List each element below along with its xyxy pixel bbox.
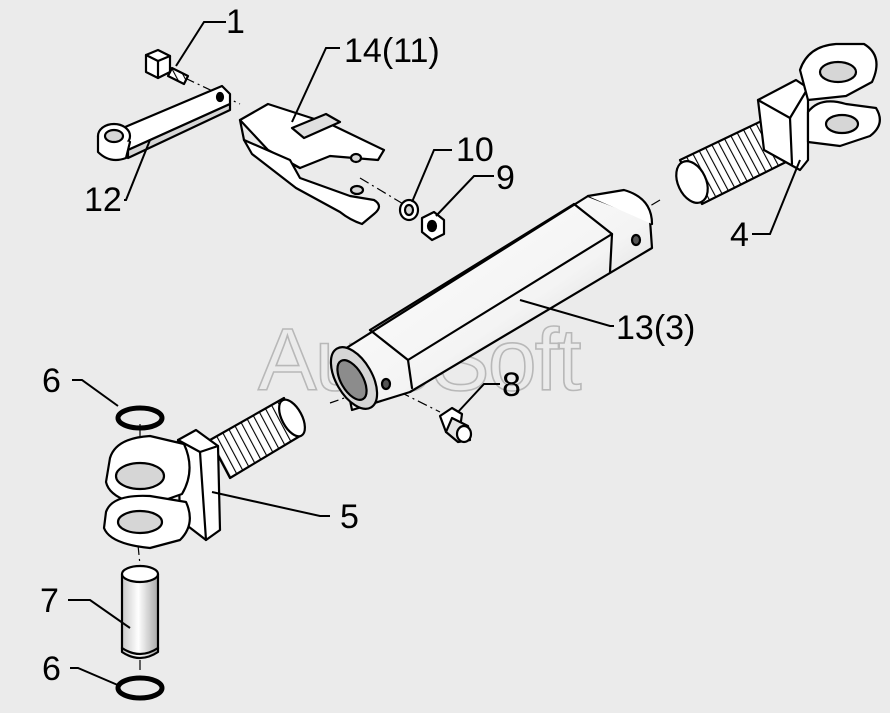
callout-6-bottom: 6 [42,650,61,688]
part-14-clip [238,102,386,226]
callout-10: 10 [456,131,494,169]
part-6-o-ring-bottom [115,675,165,701]
callout-labels: 1 14(11) 10 9 12 4 13(3) 8 6 5 7 6 [40,3,749,688]
callout-4: 4 [730,216,749,254]
callout-13: 13(3) [616,309,695,347]
callout-9: 9 [496,159,515,197]
part-12-strap [96,84,232,162]
part-7-pin [120,564,160,660]
callout-6-top: 6 [42,362,61,400]
part-4-clevis [675,42,881,206]
callout-5: 5 [340,498,359,536]
part-13-tube [329,188,654,412]
callout-1: 1 [226,3,245,41]
callout-8: 8 [502,366,521,404]
part-1-bolt [144,48,190,86]
part-8-grease-nipple [438,406,473,444]
part-9-nut [420,210,446,242]
callout-7: 7 [40,582,59,620]
part-6-o-ring-top [115,405,165,431]
callout-leader-lines [68,21,801,687]
callout-14: 14(11) [344,32,440,70]
part-5-clevis [102,396,306,550]
callout-12: 12 [84,181,122,219]
part-10-washer [398,198,420,222]
